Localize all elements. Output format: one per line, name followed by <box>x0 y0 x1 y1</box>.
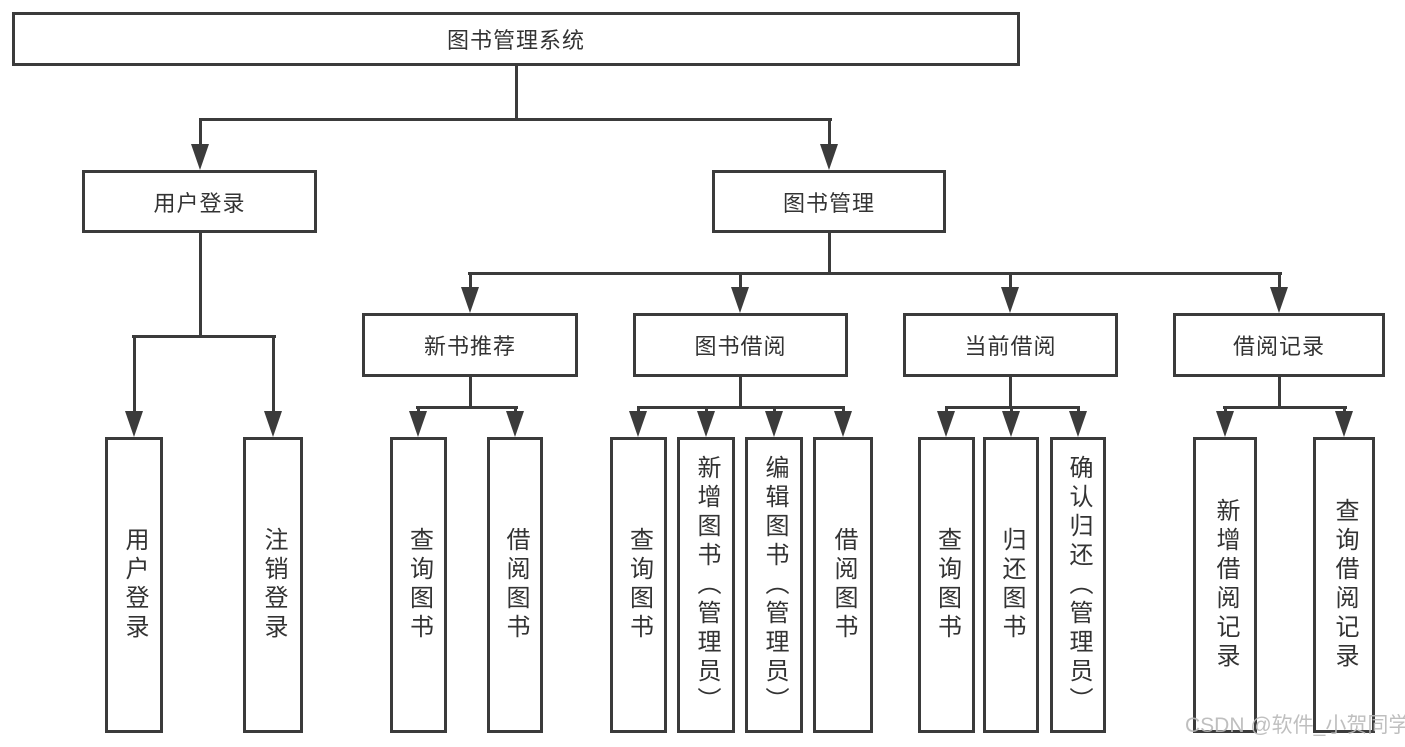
connector-line <box>199 233 202 338</box>
connector-line <box>1278 275 1281 295</box>
arrowhead-down-icon <box>1002 411 1020 437</box>
arrowhead-down-icon <box>1069 411 1087 437</box>
connector-line <box>468 272 1282 275</box>
connector-line <box>199 121 202 150</box>
arrowhead-down-icon <box>820 144 838 170</box>
leaf-nbr-query-book: 查询图书 <box>390 437 447 733</box>
node-current-borrow: 当前借阅 <box>903 313 1118 377</box>
connector-line <box>199 118 832 121</box>
leaf-bb-edit-book: 编辑图书（管理员） <box>745 437 803 733</box>
connector-line <box>469 377 472 409</box>
arrowhead-down-icon <box>506 411 524 437</box>
arrowhead-down-icon <box>461 287 479 313</box>
connector-line <box>828 121 831 150</box>
connector-line <box>1223 406 1347 409</box>
connector-line <box>515 66 518 121</box>
connector-line <box>637 406 845 409</box>
node-book-management: 图书管理 <box>712 170 946 233</box>
node-user-login: 用户登录 <box>82 170 317 233</box>
node-root: 图书管理系统 <box>12 12 1020 66</box>
connector-line <box>739 377 742 409</box>
leaf-bb-add-book: 新增图书（管理员） <box>677 437 735 733</box>
arrowhead-down-icon <box>264 411 282 437</box>
leaf-cb-confirm-return: 确认归还（管理员） <box>1050 437 1106 733</box>
connector-line <box>272 338 275 417</box>
connector-line <box>469 275 472 295</box>
arrowhead-down-icon <box>1335 411 1353 437</box>
leaf-cb-return-book: 归还图书 <box>983 437 1039 733</box>
connector-line <box>1009 275 1012 295</box>
connector-line <box>1278 377 1281 409</box>
leaf-user-login: 用户登录 <box>105 437 163 733</box>
node-book-borrow: 图书借阅 <box>633 313 848 377</box>
leaf-logout: 注销登录 <box>243 437 303 733</box>
arrowhead-down-icon <box>191 144 209 170</box>
node-new-book-recommend: 新书推荐 <box>362 313 578 377</box>
arrowhead-down-icon <box>1270 287 1288 313</box>
arrowhead-down-icon <box>1001 287 1019 313</box>
arrowhead-down-icon <box>125 411 143 437</box>
leaf-nbr-borrow-book: 借阅图书 <box>487 437 543 733</box>
leaf-bb-borrow-book: 借阅图书 <box>813 437 873 733</box>
connector-line <box>132 335 276 338</box>
leaf-br-add-record: 新增借阅记录 <box>1193 437 1257 733</box>
leaf-br-query-record: 查询借阅记录 <box>1313 437 1375 733</box>
connector-line <box>828 233 831 275</box>
connector-line <box>739 275 742 295</box>
node-borrow-records: 借阅记录 <box>1173 313 1385 377</box>
leaf-bb-query-book: 查询图书 <box>610 437 667 733</box>
arrowhead-down-icon <box>937 411 955 437</box>
arrowhead-down-icon <box>834 411 852 437</box>
arrowhead-down-icon <box>629 411 647 437</box>
connector-line <box>945 406 1080 409</box>
arrowhead-down-icon <box>409 411 427 437</box>
arrowhead-down-icon <box>765 411 783 437</box>
connector-line <box>1009 377 1012 409</box>
arrowhead-down-icon <box>1216 411 1234 437</box>
watermark: CSDN @软件_小贺同学 <box>1185 714 1405 737</box>
arrowhead-down-icon <box>697 411 715 437</box>
connector-line <box>416 406 518 409</box>
arrowhead-down-icon <box>731 287 749 313</box>
leaf-cb-query-book: 查询图书 <box>918 437 975 733</box>
connector-line <box>133 338 136 417</box>
